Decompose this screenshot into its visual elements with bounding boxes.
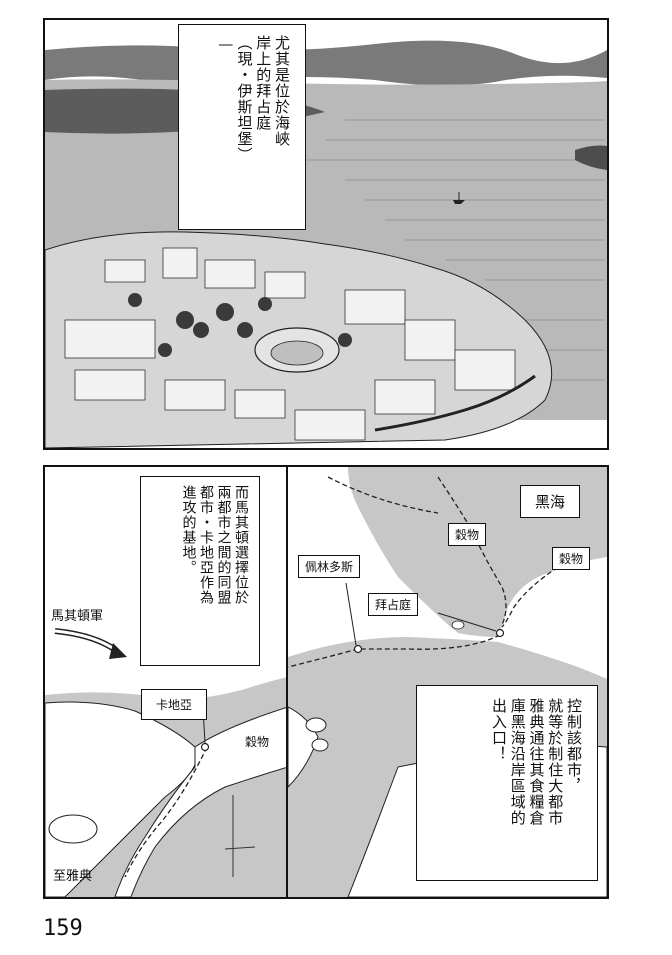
label-black-sea: 黑海 [520,485,581,518]
byzantium-aerial-illustration [45,20,607,448]
narration-text-control: 控制該都市， 就等於制住大都市 雅典通往其食糧倉 庫黑海沿岸區域的 出入口！ [489,698,583,874]
narration-bubble-control: 控制該都市， 就等於制住大都市 雅典通往其食糧倉 庫黑海沿岸區域的 出入口！ [416,685,598,881]
label-grain-3: 穀物 [239,731,276,752]
map-panel-left: 而馬其頓選擇位於 兩都市之間的同盟 都市・卡地亞作為 進攻的基地。 馬其頓軍 卡… [43,465,290,899]
narration-line: 岸上的拜占庭 [254,35,273,131]
narration-bubble-byzantium: 尤其是位於海峽 岸上的拜占庭 （現・伊斯坦堡） — [178,24,306,230]
narration-line: 控制該都市， [565,698,583,794]
label-perinthus: 佩林多斯 [298,555,361,578]
narration-line: 都市・卡地亞作為 [198,485,214,605]
map-panel-right: 黑海 穀物 穀物 佩林多斯 拜占庭 控制該都市， 就等於制住大都市 雅典通往其食… [286,465,609,899]
label-to-athens: 至雅典 [53,869,93,884]
narration-line: 出入口！ [490,698,508,762]
label-byzantium: 拜占庭 [368,593,419,616]
narration-line: 而馬其頓選擇位於 [233,485,249,605]
page-number: 159 [43,916,83,941]
narration-line: 就等於制住大都市 [546,698,565,826]
narration-dash: — [216,35,235,54]
narration-line: 尤其是位於海峽 [273,35,291,147]
top-panel: 尤其是位於海峽 岸上的拜占庭 （現・伊斯坦堡） — [43,18,609,450]
label-macedonian-army: 馬其頓軍 [51,609,104,624]
narration-line: 兩都市之間的同盟 [215,485,232,605]
narration-line: 雅典通往其食糧倉 [527,698,546,826]
narration-bubble-macedon: 而馬其頓選擇位於 兩都市之間的同盟 都市・卡地亞作為 進攻的基地。 [140,476,260,666]
narration-line: 進攻的基地。 [180,485,197,575]
narration-text-macedon: 而馬其頓選擇位於 兩都市之間的同盟 都市・卡地亞作為 進攻的基地。 [179,485,250,663]
narration-line: 庫黑海沿岸區域的 [508,698,527,826]
label-grain-2: 穀物 [552,547,591,570]
narration-text-byzantium: 尤其是位於海峽 岸上的拜占庭 （現・伊斯坦堡） — [216,35,291,225]
label-cardia: 卡地亞 [141,689,208,720]
label-grain-1: 穀物 [448,523,487,546]
narration-line: （現・伊斯坦堡） [235,35,254,163]
